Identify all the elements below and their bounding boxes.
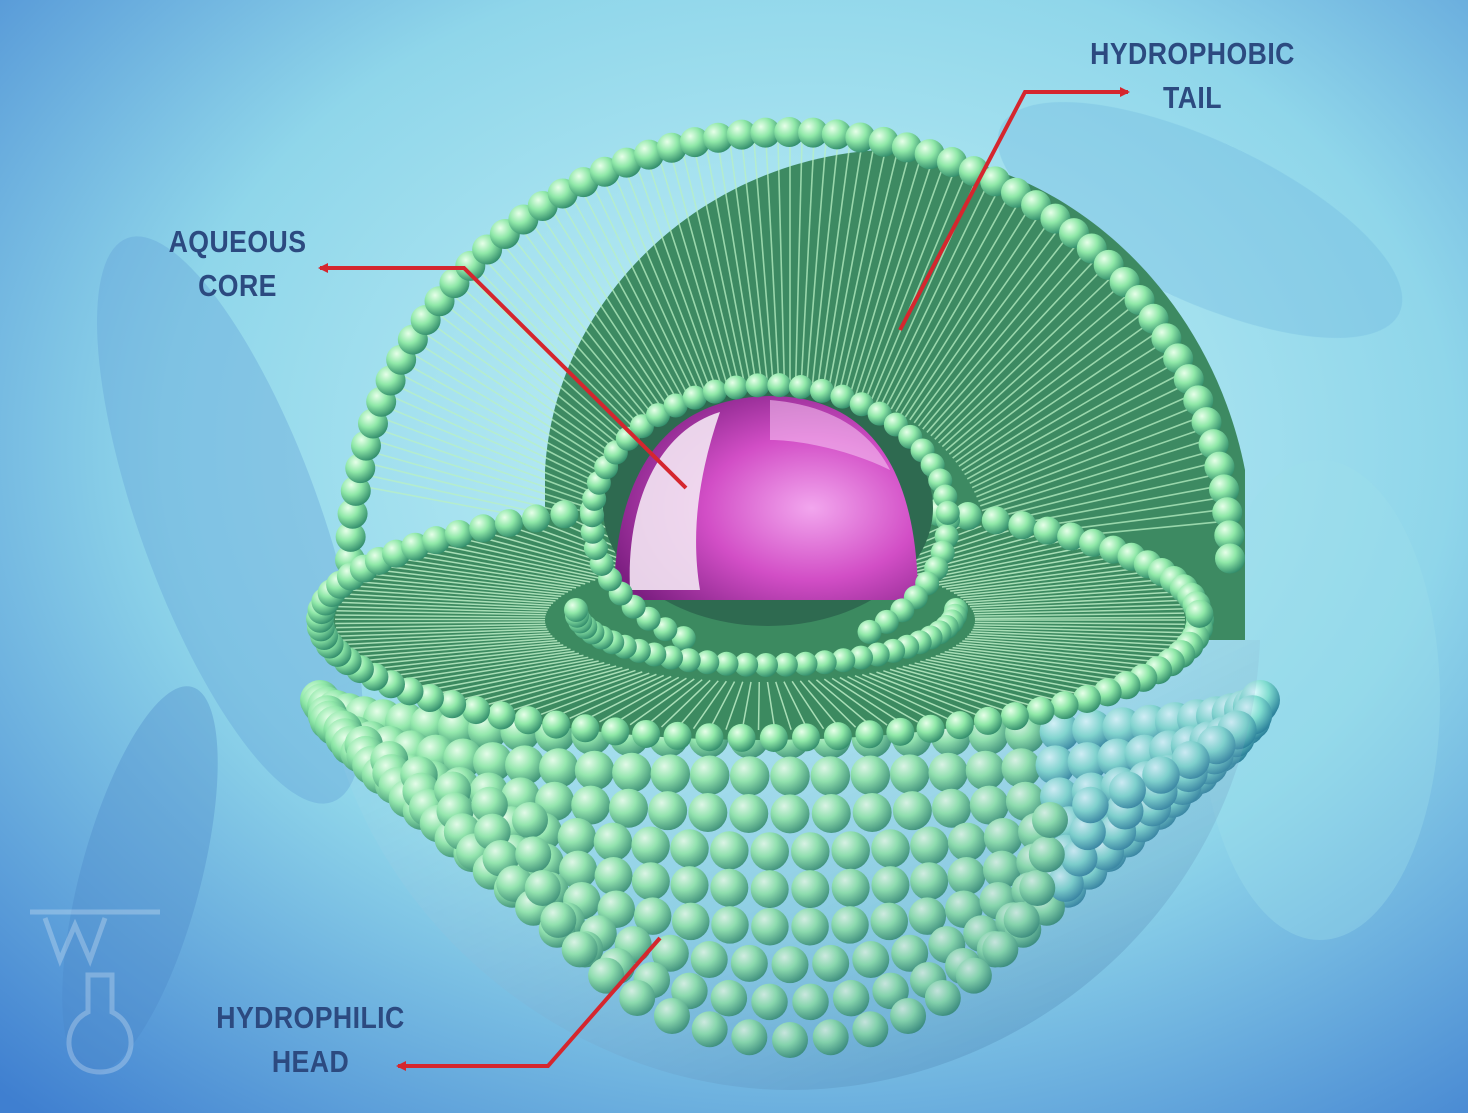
label-hydrophilic-head-line1: HYDROPHILIC xyxy=(214,996,408,1040)
label-hydrophobic-tail: HYDROPHOBIC TAIL xyxy=(1087,32,1298,120)
label-hydrophobic-tail-line1: HYDROPHOBIC xyxy=(1087,32,1298,76)
label-aqueous-core-line2: CORE xyxy=(162,264,313,308)
label-hydrophilic-head: HYDROPHILIC HEAD xyxy=(214,996,408,1084)
label-aqueous-core-line1: AQUEOUS xyxy=(162,220,313,264)
label-hydrophilic-head-line2: HEAD xyxy=(214,1040,408,1084)
label-aqueous-core: AQUEOUS CORE xyxy=(162,220,313,308)
label-hydrophobic-tail-line2: TAIL xyxy=(1087,76,1298,120)
